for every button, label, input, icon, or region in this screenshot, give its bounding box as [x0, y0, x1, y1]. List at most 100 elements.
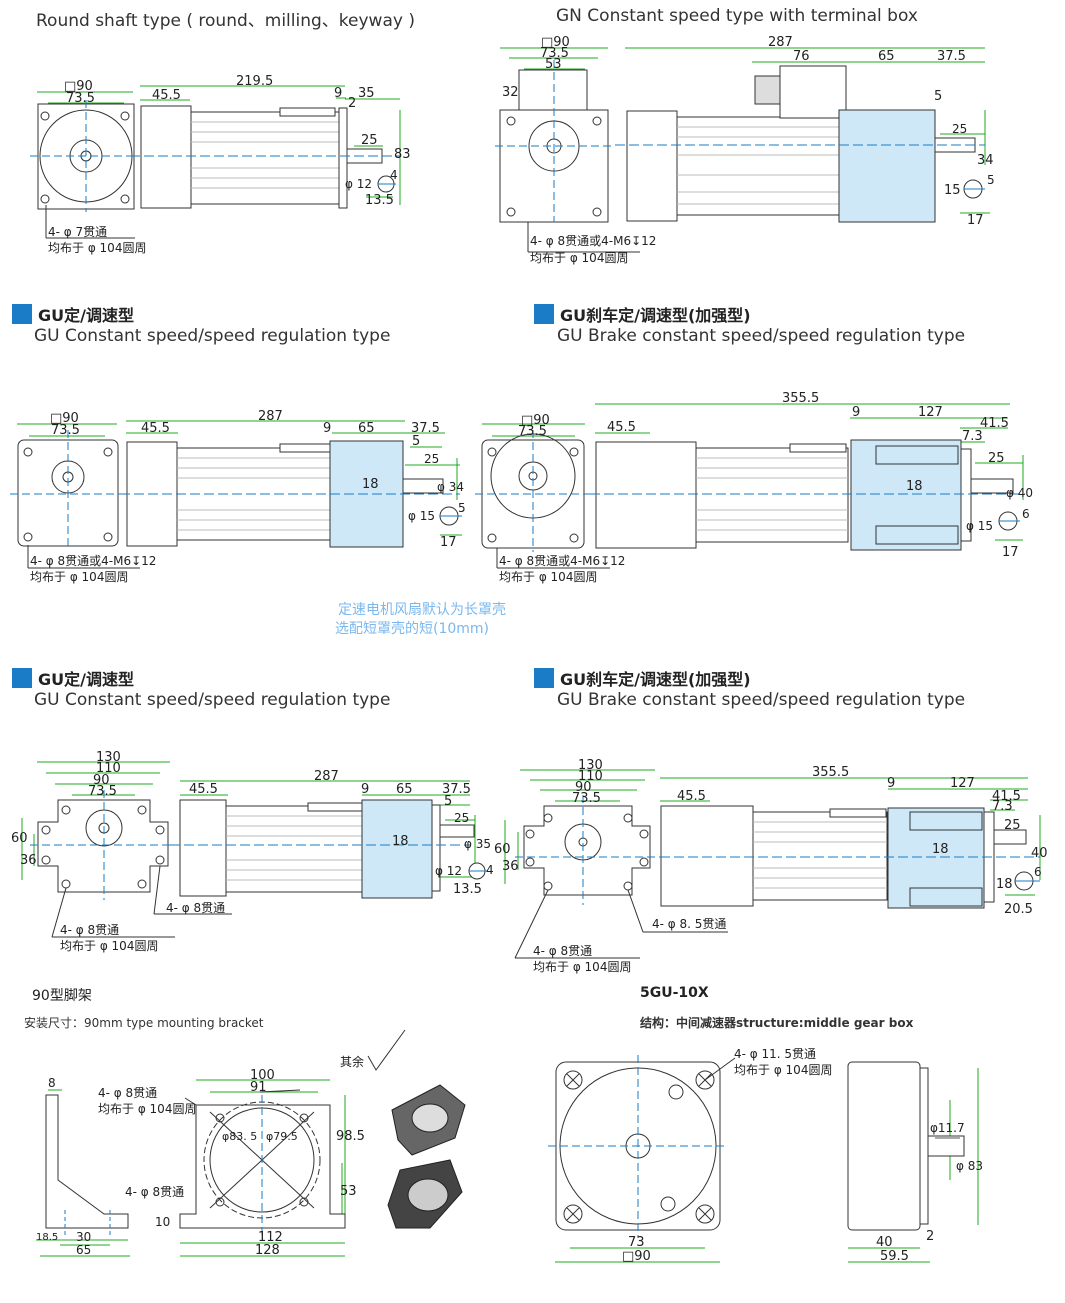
dim-k: 5: [458, 501, 466, 515]
gear-subtitle: 结构：中间减速器structure:middle gear box: [640, 1016, 914, 1030]
section-en-gu-brake2: GU Brake constant speed/speed regulation…: [557, 690, 966, 710]
hole-note-1: 4- φ 7贯通: [48, 225, 107, 239]
dim-total: 287: [258, 409, 283, 424]
dim-width: 73.5: [518, 424, 547, 439]
dim-length: 45.5: [152, 88, 181, 103]
dim-width: 73.5: [51, 423, 80, 438]
bracket-subtitle: 安装尺寸：90mm type mounting bracket: [24, 1016, 264, 1030]
dim-d: 5: [444, 794, 452, 809]
hole-note-1: 4- φ 8贯通: [533, 944, 592, 958]
section-head-gu-brake2: GU刹车定/调速型(加强型): [534, 666, 751, 690]
dim-v2: 36: [20, 853, 37, 868]
dim-k: 6: [1022, 507, 1030, 521]
section-title-gn-terminal: GN Constant speed type with terminal box: [556, 6, 918, 26]
dim-a: 9: [887, 776, 895, 791]
dim-total: 219.5: [236, 74, 273, 89]
hole-note-2: 均布于 φ 104圆周: [98, 1102, 196, 1116]
dim-phi: 15: [944, 183, 961, 198]
dim-c: 2: [348, 96, 356, 111]
dim-o2: 110: [96, 761, 121, 776]
dim-o3: 90: [575, 780, 592, 795]
dim-length: 45.5: [677, 789, 706, 804]
dim-tb: 76: [793, 49, 810, 64]
hole-note-1: 4- φ 11. 5贯通: [734, 1047, 816, 1061]
hole-note-3: 4- φ 8. 5贯通: [652, 917, 726, 931]
dim-c: 37.5: [937, 49, 966, 64]
dim-w1: 100: [250, 1068, 275, 1083]
gearbox-side-view: [847, 1061, 921, 1231]
dim-h: 18: [392, 834, 409, 849]
dim-v1: 60: [11, 831, 28, 846]
dim-total: 287: [768, 35, 793, 50]
dim-key: 25: [424, 452, 439, 466]
dim-h: 34: [977, 153, 994, 168]
dim-width: 73.5: [540, 46, 569, 61]
section-marker-icon: [12, 668, 32, 688]
output-shaft: [993, 829, 1027, 845]
dim-d: 5: [412, 434, 420, 449]
terminal-box-side: [779, 65, 847, 119]
dim-k2: 17: [1002, 545, 1019, 560]
dim-v2: 36: [502, 859, 519, 874]
dim-o2: 110: [578, 769, 603, 784]
dim-key: 25: [952, 122, 967, 136]
section-head-gu1: GU定/调速型: [12, 302, 134, 326]
dim-c: 37.5: [442, 782, 471, 797]
dim-c: 41.5: [980, 416, 1009, 431]
dim-b: 65: [396, 782, 413, 797]
section-cn-label: GU定/调速型: [38, 670, 134, 689]
section-marker-icon: [534, 668, 554, 688]
gear-housing: [887, 807, 985, 909]
dim-total: 355.5: [782, 391, 819, 406]
dim-key: 25: [361, 133, 378, 148]
dim-hm: 53: [340, 1184, 357, 1199]
dim-hh: 98.5: [336, 1129, 365, 1144]
motor-body-side: [140, 105, 192, 209]
dim-b: 2: [926, 1229, 934, 1244]
dim-o1: 130: [578, 758, 603, 773]
dim-length: 45.5: [141, 421, 170, 436]
dim-k2: 20.5: [1004, 902, 1033, 917]
dim-phi: φ 34: [437, 480, 464, 494]
section-en-gu-brake1: GU Brake constant speed/speed regulation…: [557, 326, 966, 346]
hole-note-2: 均布于 φ 104圆周: [60, 939, 158, 953]
bracket-photo-2: [387, 1159, 463, 1229]
dim-width: 73.5: [88, 784, 117, 799]
dim-f: 10: [155, 1215, 170, 1229]
dim-w2: 91: [250, 1080, 267, 1095]
dim-phi: φ 35: [464, 837, 491, 851]
dim-phi2: φ 83: [956, 1159, 983, 1173]
hole-note-2: 均布于 φ 104圆周: [48, 241, 146, 255]
dim-k: 6: [1034, 865, 1042, 879]
hole-note-1: 4- φ 8贯通: [98, 1086, 157, 1100]
square-flange-front: [523, 805, 651, 896]
hole-note-2: 均布于 φ 104圆周: [499, 570, 597, 584]
dim-total: 355.5: [812, 765, 849, 780]
dim-side: 32: [502, 85, 519, 100]
dim-b1: 18.5: [36, 1232, 58, 1243]
roughness-note: 其余: [340, 1054, 364, 1069]
hole-note-3: 4- φ 8贯通: [125, 1185, 184, 1199]
note-line-2: 选配短罩壳的短(10mm): [334, 621, 489, 637]
hole-note-3: 4- φ 8贯通: [166, 901, 225, 915]
dim-width: 73.5: [572, 791, 601, 806]
hole-note-1: 4- φ 8贯通: [60, 923, 119, 937]
dim-h: 18: [932, 842, 949, 857]
dim-k2: 17: [440, 535, 457, 550]
dim-phi2: φ 15: [966, 519, 993, 533]
section-en-gu2: GU Constant speed/speed regulation type: [34, 690, 391, 710]
dim-e: 7.3: [992, 799, 1013, 814]
dim-l1: 112: [258, 1230, 283, 1245]
dim-phi: φ11.7: [930, 1121, 965, 1135]
hole-note-1: 4- φ 8贯通或4-M6↧12: [530, 234, 656, 248]
dim-length: 45.5: [189, 782, 218, 797]
bracket-photo-1: [391, 1084, 466, 1156]
hole-note-2: 均布于 φ 104圆周: [533, 960, 631, 974]
hole-note-2: 均布于 φ 104圆周: [530, 251, 628, 265]
dim-b: 127: [918, 405, 943, 420]
dim-k: 5: [987, 173, 995, 187]
